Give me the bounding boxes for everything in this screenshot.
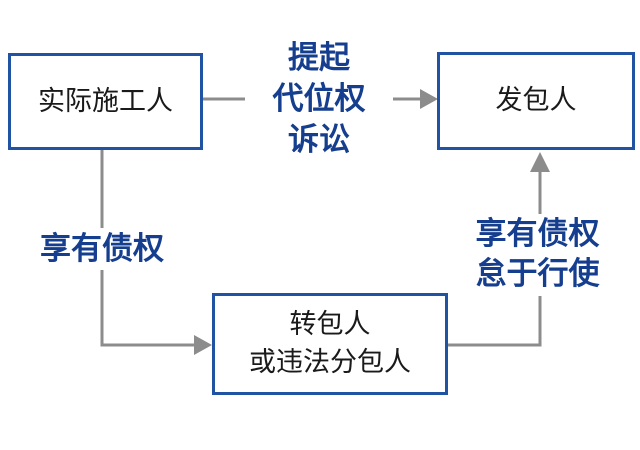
edge-label-creditor-right: 享有债权 <box>22 228 182 270</box>
edge-label-negligent-exercise: 享有债权 怠于行使 <box>455 214 620 296</box>
node-subcontractor: 转包人 或违法分包人 <box>212 293 448 395</box>
arrowhead-right-icon <box>420 89 438 109</box>
arrowhead-right-icon <box>194 335 212 355</box>
node-employer-label: 发包人 <box>495 85 577 116</box>
arrowhead-up-icon <box>530 152 550 172</box>
node-actual-constructor-label: 实际施工人 <box>38 85 173 116</box>
node-subcontractor-label: 转包人 或违法分包人 <box>249 309 411 377</box>
edge-label-subrogation-lawsuit: 提起 代位权 诉讼 <box>245 37 393 160</box>
arrow-creditor-right <box>100 150 212 355</box>
node-actual-constructor: 实际施工人 <box>8 53 203 150</box>
node-employer: 发包人 <box>437 52 635 150</box>
